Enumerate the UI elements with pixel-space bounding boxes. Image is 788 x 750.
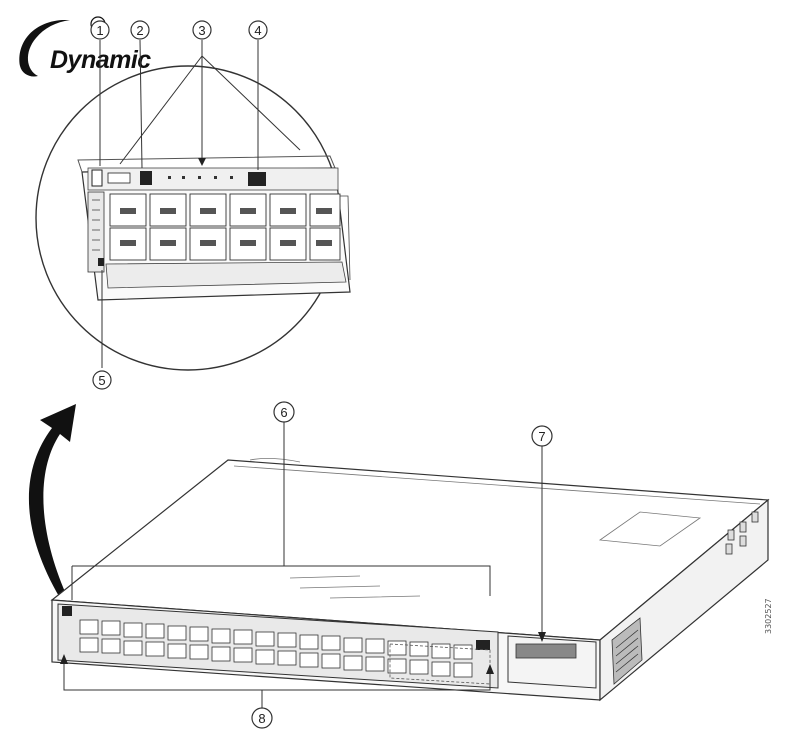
callout-5-label: 5 xyxy=(98,373,105,388)
callout-3-circle xyxy=(192,20,212,40)
dynamic-logo: Dynamic xyxy=(10,8,180,80)
callout-2-circle xyxy=(130,20,150,40)
leader-lines xyxy=(63,422,543,708)
logo-text: Dynamic xyxy=(50,46,151,74)
zoomed-uplink-module xyxy=(77,155,351,301)
callout-6-label: 6 xyxy=(280,405,287,420)
side-vents xyxy=(725,511,759,555)
callout-1-circle xyxy=(90,20,110,40)
callout-4-label: 4 xyxy=(254,23,261,38)
callout-8-label: 8 xyxy=(258,711,265,726)
callout-4-circle xyxy=(248,20,268,40)
front-port-panel xyxy=(57,603,597,689)
zoom-arrow-icon xyxy=(28,404,76,598)
callout-2-label: 2 xyxy=(136,23,143,38)
callout-7-label: 7 xyxy=(538,429,545,444)
callout-5-circle xyxy=(92,370,112,390)
callout-3-label: 3 xyxy=(198,23,205,38)
figure-code: 3302527 xyxy=(764,598,773,634)
magnified-view xyxy=(35,39,351,371)
callout-1-label: 1 xyxy=(96,23,103,38)
